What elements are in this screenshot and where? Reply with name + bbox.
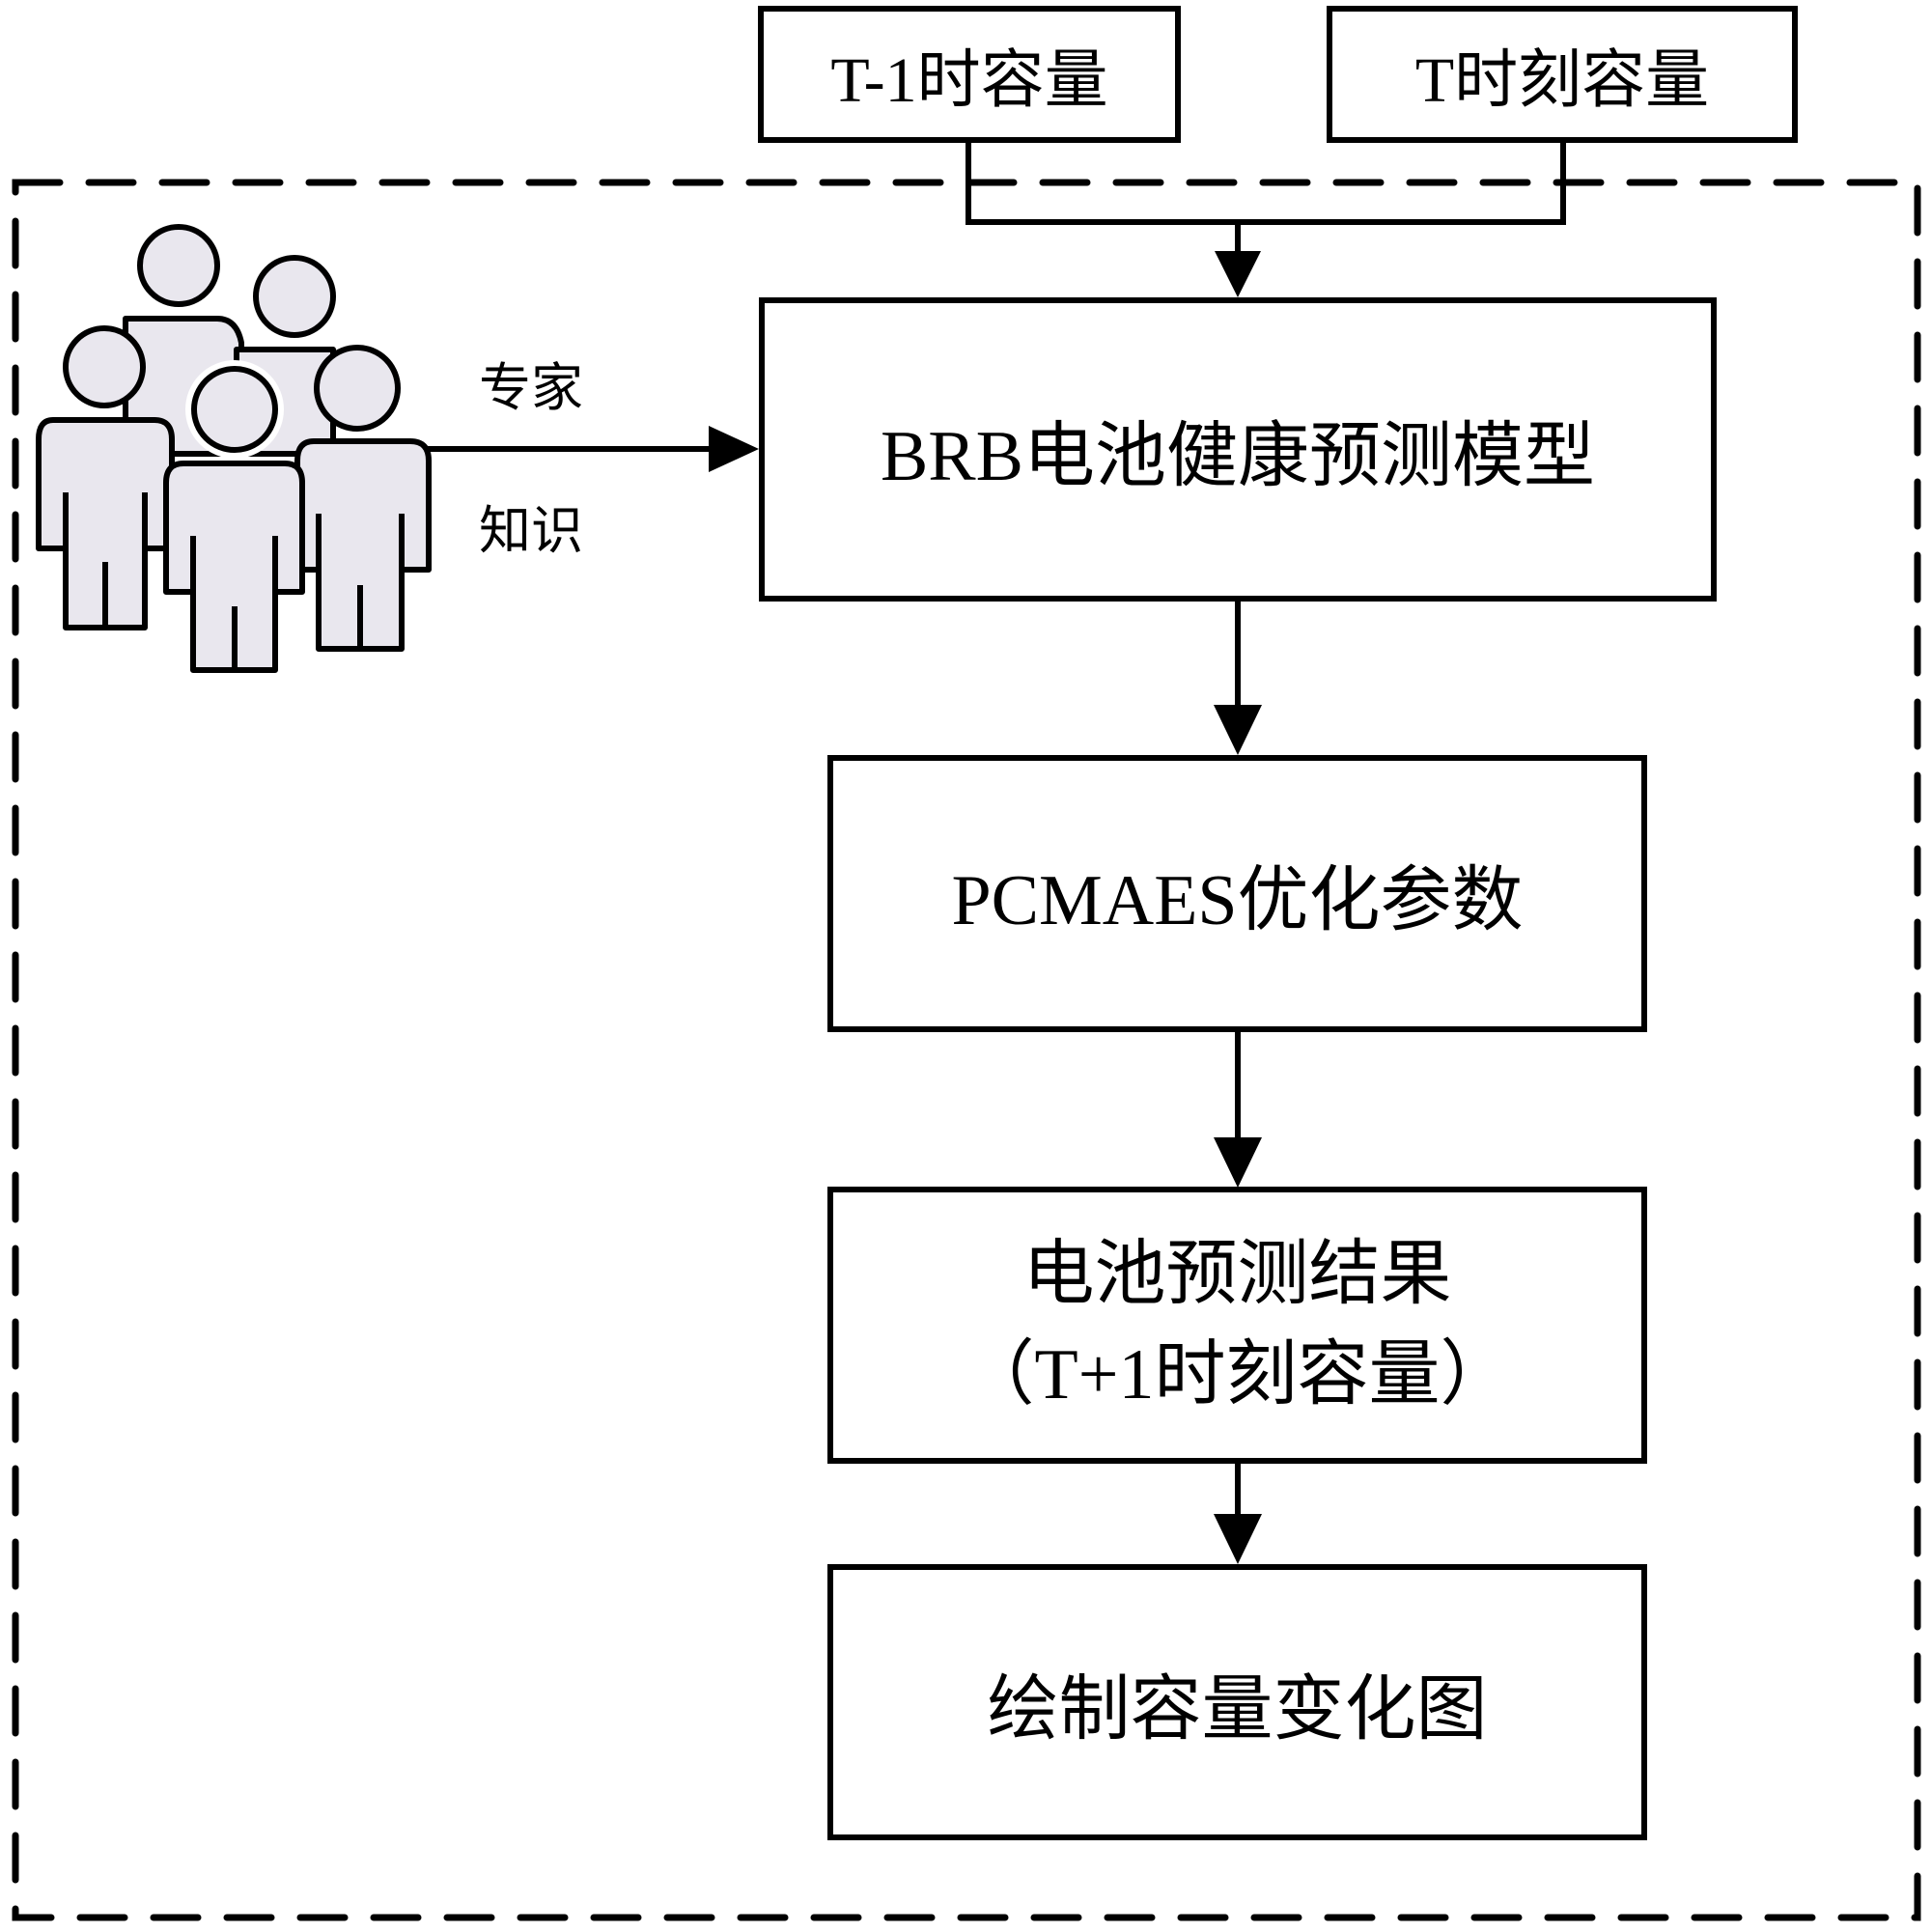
- people-group-icon: [36, 224, 432, 673]
- step-pcmaes-text: PCMAES优化参数: [951, 861, 1524, 940]
- person-icon: [163, 360, 305, 673]
- arrowhead-to-result: [1214, 1137, 1262, 1188]
- input-label-t: T时刻容量: [1414, 45, 1710, 116]
- step-pcmaes: PCMAES优化参数: [827, 755, 1647, 1032]
- arrowhead-to-brb: [1215, 251, 1261, 297]
- input-label-t-minus-1: T-1时容量: [830, 45, 1108, 116]
- expert-knowledge-label-line1: 专家: [479, 359, 583, 417]
- step-brb-model: BRB电池健康预测模型: [759, 297, 1717, 602]
- step-result-text-line2: （T+1时刻容量）: [963, 1334, 1512, 1414]
- person-icon: [294, 345, 432, 652]
- step-plot-text: 绘制容量变化图: [987, 1669, 1488, 1750]
- arrowhead-expert: [709, 426, 759, 472]
- input-box-t-minus-1: T-1时容量: [758, 6, 1181, 143]
- step-plot: 绘制容量变化图: [827, 1564, 1647, 1840]
- expert-knowledge-label-line2: 知识: [479, 502, 583, 560]
- connector-t: [1238, 143, 1566, 225]
- step-brb-model-text: BRB电池健康预测模型: [880, 417, 1596, 496]
- step-result-text-line1: 电池预测结果: [1022, 1234, 1452, 1314]
- input-box-t: T时刻容量: [1327, 6, 1798, 143]
- arrowhead-to-pcmaes: [1214, 705, 1262, 755]
- connector-t-minus-1: [966, 143, 1238, 225]
- arrowhead-to-plot: [1214, 1514, 1262, 1564]
- person-icon: [36, 325, 175, 630]
- step-result: 电池预测结果 （T+1时刻容量）: [827, 1187, 1647, 1464]
